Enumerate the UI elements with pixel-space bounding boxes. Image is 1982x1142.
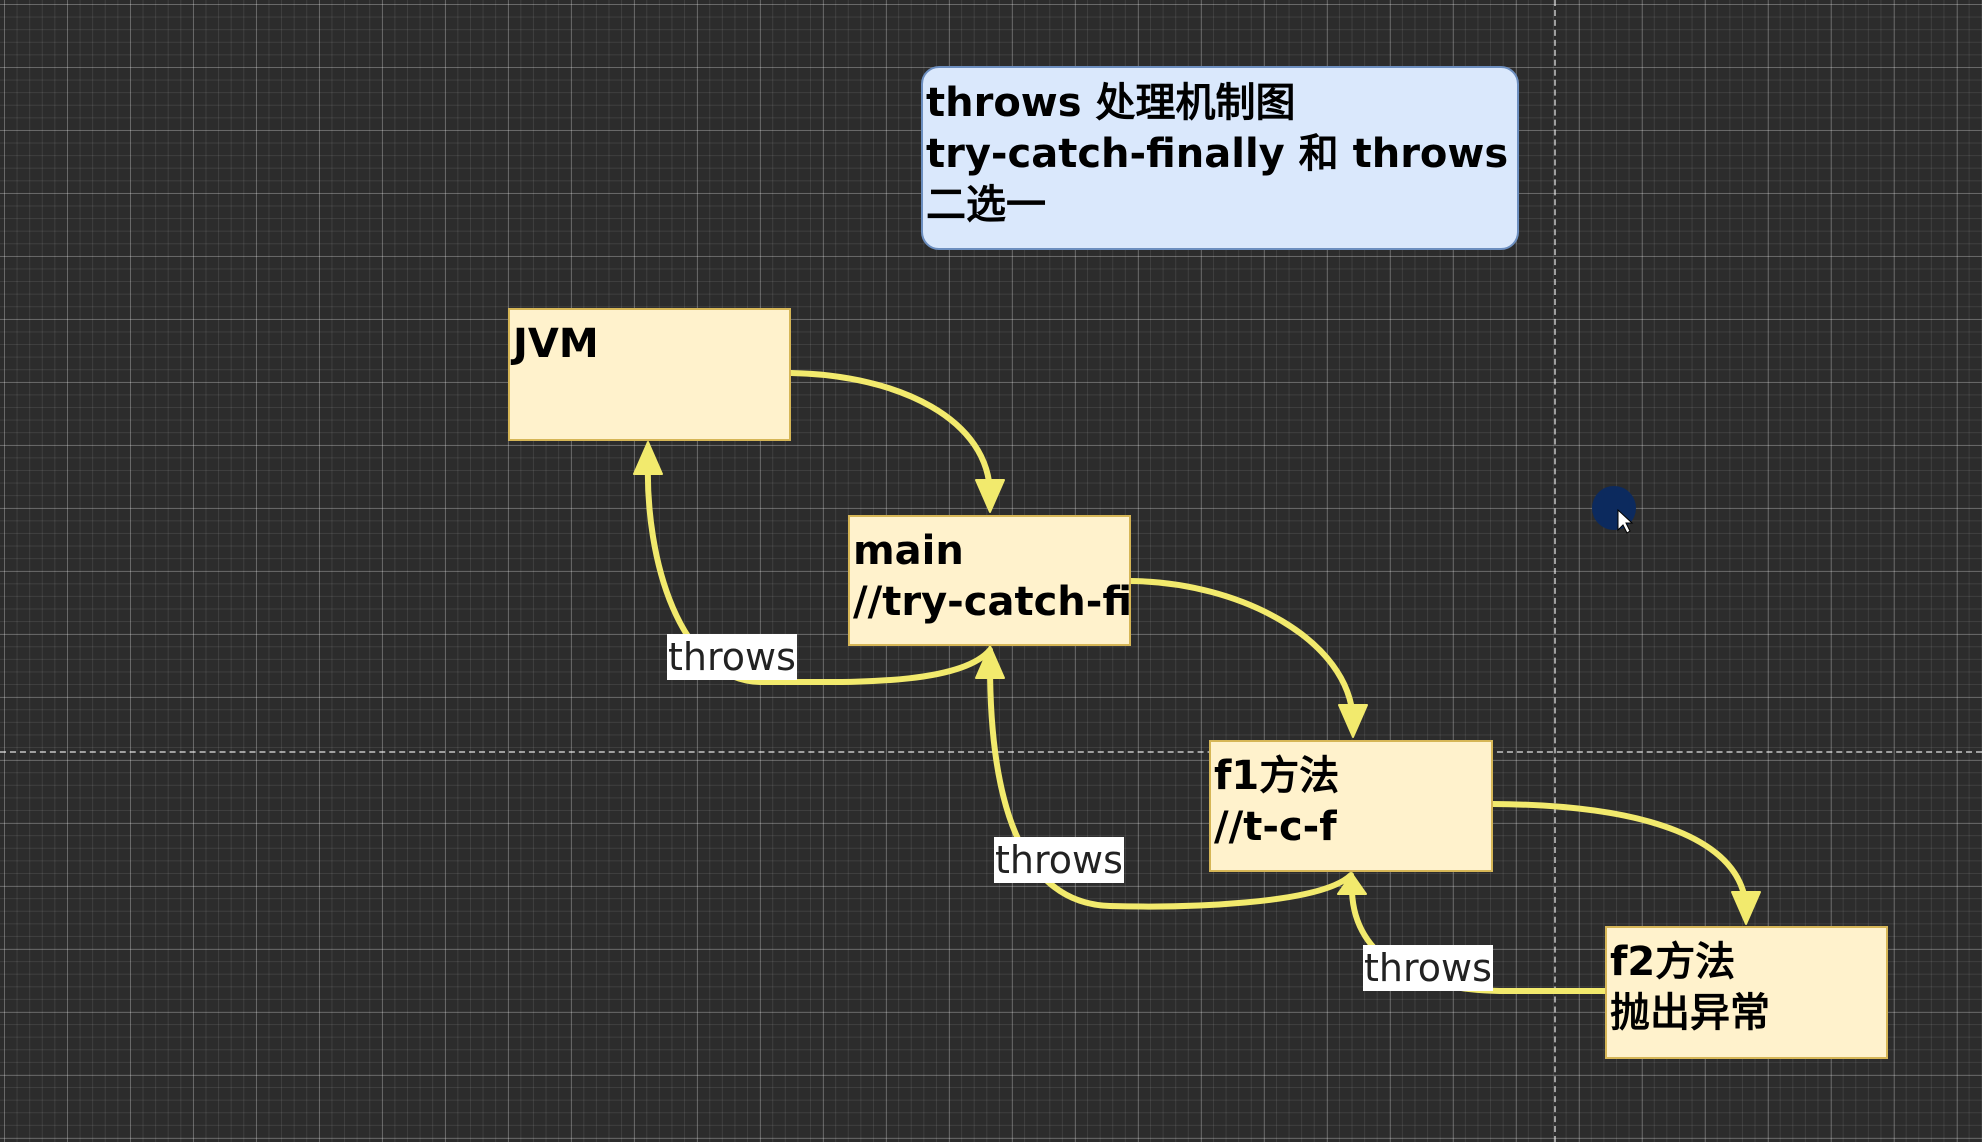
edge-label-f2-to-f1[interactable]: throws — [1363, 945, 1493, 991]
node-f2-line-1: f2方法 — [1610, 939, 1736, 985]
edge-label-f1-to-main[interactable]: throws — [994, 837, 1124, 883]
node-jvm[interactable]: JVM — [508, 308, 791, 441]
title-note[interactable]: throws 处理机制图 try-catch-finally 和 throws … — [921, 66, 1519, 250]
page-break-horizontal — [0, 751, 1982, 753]
node-f1[interactable]: f1方法 //t-c-f — [1209, 740, 1493, 872]
arrowhead-main-to-jvm — [633, 441, 663, 475]
edge-f1-to-f2[interactable] — [1490, 801, 1749, 909]
node-main[interactable]: main //try-catch-fin — [848, 515, 1131, 646]
node-f1-line-1: f1方法 — [1214, 753, 1340, 799]
arrowhead-main-to-f1 — [1338, 704, 1368, 738]
edge-main-to-jvm-throws[interactable] — [644, 457, 993, 686]
node-f2-line-2: 抛出异常 — [1610, 990, 1770, 1036]
arrowhead-jvm-to-main — [975, 479, 1005, 513]
edge-main-to-f1[interactable] — [1128, 578, 1356, 723]
edge-label-main-to-jvm[interactable]: throws — [667, 634, 797, 680]
node-f2[interactable]: f2方法 抛出异常 — [1605, 926, 1888, 1059]
node-main-line-1: main — [853, 528, 964, 574]
edge-f1-to-main-throws[interactable] — [987, 661, 1354, 910]
arrowhead-f1-to-f2 — [1731, 891, 1761, 925]
arrowhead-f2-to-f1 — [1337, 873, 1367, 895]
edge-jvm-to-main[interactable] — [788, 370, 993, 498]
arrowhead-f1-to-main — [975, 645, 1005, 679]
title-line-1: throws 处理机制图 — [926, 80, 1296, 126]
page-break-vertical — [1554, 0, 1556, 1142]
node-jvm-line-1: JVM — [513, 321, 599, 367]
title-line-3: 二选一 — [926, 182, 1046, 228]
node-main-line-2: //try-catch-fin — [853, 579, 1131, 625]
title-line-2: try-catch-finally 和 throws — [926, 131, 1509, 177]
mouse-pointer-icon — [1592, 486, 1636, 534]
node-f1-line-2: //t-c-f — [1214, 804, 1337, 850]
